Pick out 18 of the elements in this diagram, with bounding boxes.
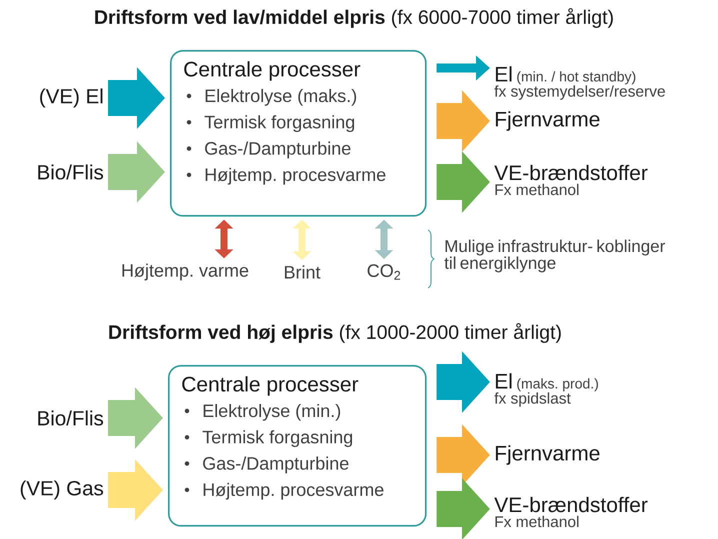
input-label: Bio/Flis (38, 164, 104, 180)
output-label: Fjernvarme (496, 111, 600, 131)
flow-label: CO$_{2}$ (368, 264, 400, 280)
heading: Driftsform ved lav/middel elpris (fx 6000-7000 timer årligt) (95, 8, 613, 28)
process-box: Centrale processer Elektrolyse (min.) Termisk forgasning Gas-/Dampturbine Højtemp. procesvarme (168, 365, 427, 527)
output-label: El (min. / hot standby) fx systemydelser/reserve (494, 66, 665, 100)
input-label: (VE) El (40, 88, 102, 108)
output-label: VE-brændstoffer Fx methanol (494, 164, 648, 196)
output-label: El (maks. prod.) fx spidslast (494, 373, 598, 407)
output-label: Fjernvarme (496, 445, 600, 465)
note-text: Mulige infrastruktur- koblinger til energiklynge (444, 240, 666, 272)
heading: Driftsform ved høj elpris (fx 1000-2000 timer årligt) (109, 323, 561, 343)
process-box: Centrale processer Elektrolyse (maks.) Termisk forgasning Gas-/Dampturbine Højtemp. procesvarme (170, 50, 427, 217)
flow-label: Brint (284, 265, 320, 279)
input-label: Bio/Flis (38, 410, 104, 426)
output-label: VE-brændstoffer Fx methanol (494, 496, 648, 528)
input-label: (VE) Gas (20, 480, 104, 500)
flow-label: Højtemp. varme (122, 264, 248, 280)
